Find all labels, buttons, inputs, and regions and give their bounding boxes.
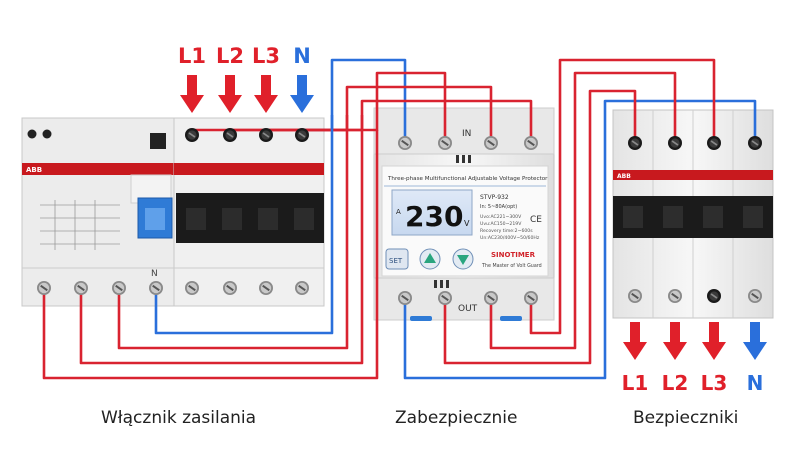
protector-model: STVP-932 [480, 194, 509, 201]
protector-header: Three-phase Multifunctional Adjustable V… [387, 176, 548, 182]
input-phase-labels: L1 L2 L3 N [178, 44, 311, 68]
protector-spec-current: In: 5~80A(opt) [480, 204, 517, 210]
breakers-brand: ABB [617, 173, 631, 180]
main-switch-caption: Włącznik zasilania [101, 408, 257, 428]
display-unit-right: V [464, 219, 470, 228]
protector-spec-2: Recovery time:2~600s [480, 228, 533, 234]
input-label-n: N [293, 44, 311, 68]
main-switch-device: ABB N [21, 117, 325, 307]
wire-l3-loop [117, 115, 349, 350]
wire-n-loop [154, 115, 334, 335]
arrow-up-icon [424, 253, 436, 263]
display-value: 230 [405, 200, 463, 233]
output-label-l1: L1 [622, 371, 649, 395]
wire-l1-loop [42, 130, 379, 380]
set-button[interactable]: SET [385, 248, 409, 270]
arrow-down-icon [743, 322, 767, 360]
output-label-n: N [747, 371, 764, 395]
arrow-down-icon [702, 322, 726, 360]
input-label-l3: L3 [252, 44, 280, 68]
protector-spec-1: Uvu:AC150~219V [480, 221, 522, 227]
set-button-label: SET [389, 257, 403, 265]
wire-l2-out [489, 71, 677, 350]
protector-in-label: IN [462, 129, 471, 139]
input-label-l2: L2 [216, 44, 244, 68]
wire-l3-in [266, 71, 447, 143]
down-button[interactable] [452, 248, 474, 270]
output-label-l2: L2 [662, 371, 689, 395]
protector-brand: SINOTIMER [491, 251, 536, 259]
input-label-l1: L1 [178, 44, 206, 68]
main-switch-n-mark: N [151, 269, 158, 279]
output-arrows [623, 322, 767, 360]
output-label-l3: L3 [701, 371, 728, 395]
wires [42, 58, 757, 380]
breakers-caption: Bezpieczniki [633, 408, 739, 428]
protector-out-label: OUT [458, 304, 478, 314]
protector-slogan: The Master of Volt Guard [481, 263, 542, 269]
display-unit-left: A [396, 208, 401, 216]
arrow-down-icon [180, 75, 204, 113]
protector-caption: Zabezpiecznie [395, 408, 518, 428]
wire-l1-out [443, 89, 637, 365]
protector-spec-0: Uvo:AC221~300V [480, 214, 522, 220]
ce-mark: CE [530, 215, 542, 225]
wire-l2-loop [79, 115, 364, 365]
arrow-down-icon [254, 75, 278, 113]
output-phase-labels: L1 L2 L3 N [622, 371, 764, 395]
up-button[interactable] [419, 248, 441, 270]
wire-l3-out [529, 58, 716, 335]
arrow-down-icon [290, 75, 314, 113]
input-arrows [180, 75, 314, 113]
protector-spec-3: Un:AC230/400V~50/60Hz [480, 235, 540, 241]
main-switch-brand: ABB [26, 166, 42, 174]
arrow-down-icon [457, 255, 469, 265]
wire-n-out [403, 99, 757, 380]
arrow-down-icon [663, 322, 687, 360]
arrow-down-icon [218, 75, 242, 113]
arrow-down-icon [623, 322, 647, 360]
